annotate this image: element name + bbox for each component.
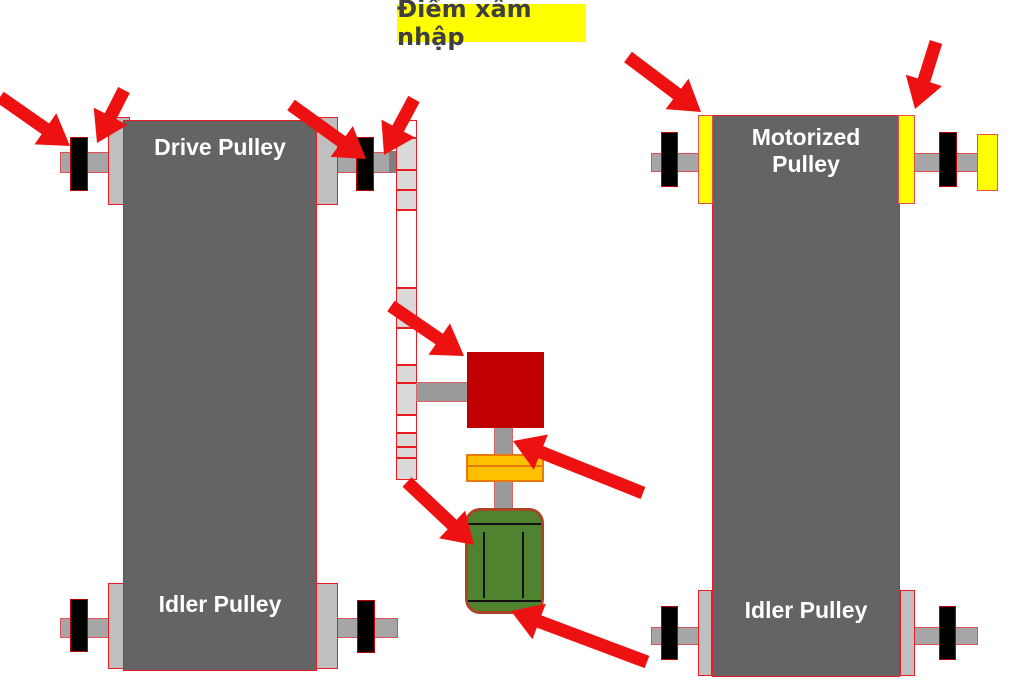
left-idler-left-disc <box>70 599 88 652</box>
chain-segment <box>396 383 417 415</box>
chain-segment <box>396 458 417 480</box>
left-idler-right-disc <box>357 600 375 653</box>
chain-segment <box>396 138 417 170</box>
motor-fin-right <box>522 532 524 598</box>
chain-segment <box>396 415 417 433</box>
drive-pulley-label: Drive Pulley <box>154 134 286 160</box>
right-idler-left-disc <box>661 606 678 660</box>
arrow-motor-top <box>402 477 474 545</box>
drive-pulley-left-disc <box>70 137 88 191</box>
chain-segment <box>396 447 417 458</box>
motorized-pulley-right-cap <box>898 115 915 204</box>
motorized-pulley-label: Motorized Pulley <box>751 124 861 177</box>
motor-top-band-line <box>468 523 541 525</box>
title-badge: Điểm xâm nhập <box>397 0 586 51</box>
right-idler-right-disc <box>939 606 956 660</box>
motor <box>465 508 544 614</box>
chain-segment <box>396 210 417 288</box>
right-conveyor-belt: Motorized Pulley Idler Pulley <box>712 115 900 677</box>
coupling-split-line <box>468 465 542 467</box>
arrow-motorized-pulley-right <box>905 40 943 109</box>
sprocket-stub <box>389 151 398 173</box>
motorized-pulley-right-disc <box>939 132 957 187</box>
left-idler-right-bearing <box>316 583 338 669</box>
drive-chain <box>396 120 417 480</box>
gearbox <box>467 352 544 428</box>
chain-segment <box>396 365 417 383</box>
right-idler-left-bearing <box>698 590 712 676</box>
motorized-pulley-left-cap <box>698 115 713 204</box>
chain-to-gearbox-shaft <box>416 382 469 402</box>
left-idler-pulley-label: Idler Pulley <box>158 591 282 617</box>
drive-pulley-right-disc <box>356 137 374 191</box>
chain-segment <box>396 120 417 138</box>
chain-segment <box>396 328 417 365</box>
chain-segment <box>396 190 417 210</box>
chain-segment <box>396 288 417 328</box>
chain-segment <box>396 170 417 190</box>
motorized-pulley-left-disc <box>661 132 678 187</box>
right-idler-right-bearing <box>900 590 915 676</box>
motor-bottom-band-line <box>468 600 541 602</box>
left-conveyor-belt: Drive Pulley Idler Pulley <box>123 120 317 671</box>
motorized-pulley-terminal-box <box>977 134 998 191</box>
chain-segment <box>396 433 417 447</box>
motor-fin-left <box>483 532 485 598</box>
arrow-motorized-pulley-left <box>624 51 701 112</box>
drive-pulley-right-bearing <box>316 117 338 205</box>
coupling <box>466 454 544 482</box>
arrow-drive-pulley-left-outer <box>0 91 70 146</box>
title-text: Điểm xâm nhập <box>397 0 532 51</box>
right-idler-pulley-label: Idler Pulley <box>744 597 868 623</box>
